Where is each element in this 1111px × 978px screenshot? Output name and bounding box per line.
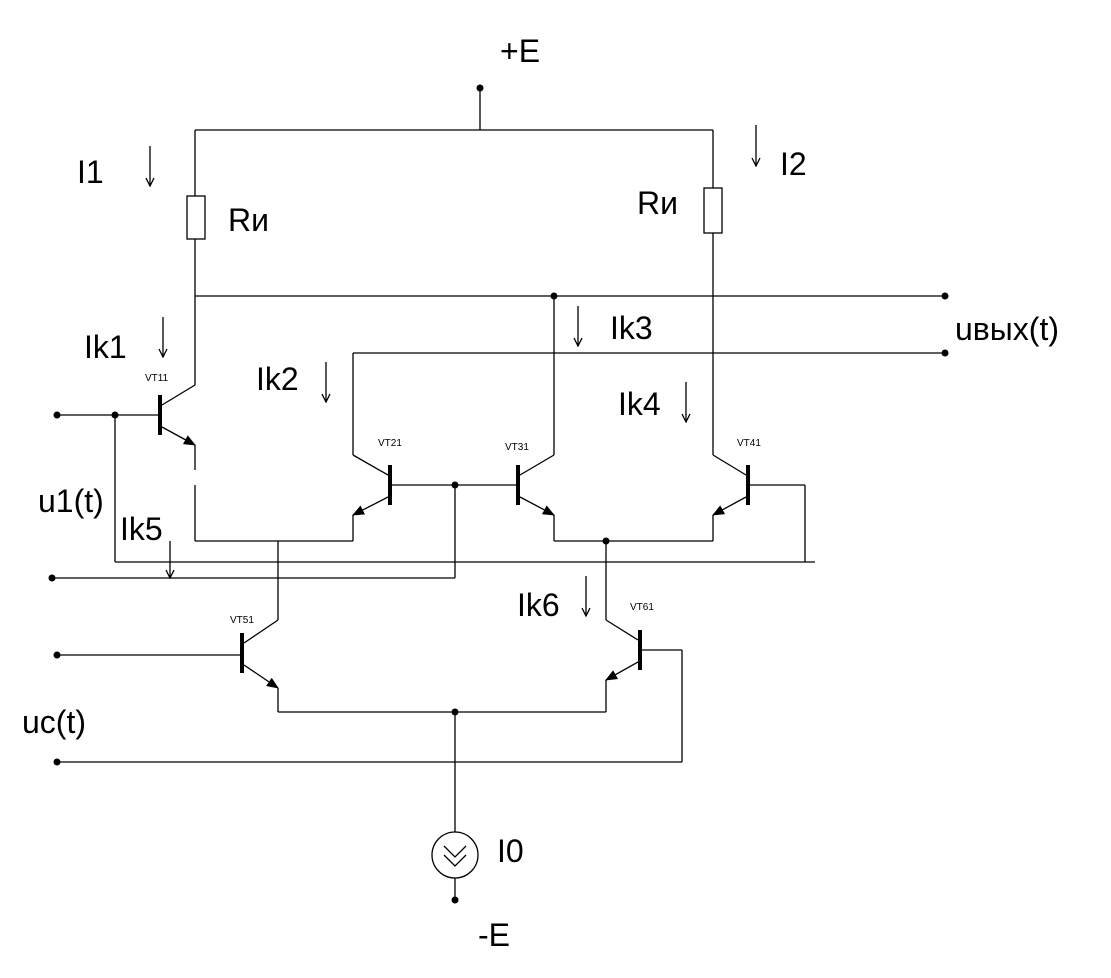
signal-uout-label: uвых(t) [955, 311, 1059, 347]
current-ik4-label: Ik4 [618, 386, 661, 422]
transistor-vt21 [352, 454, 392, 541]
output-terminal-upper[interactable] [941, 292, 949, 300]
current-i0-label: I0 [497, 833, 524, 869]
supply-rail [194, 88, 714, 455]
output-lines [195, 295, 945, 455]
transistor-vt41-label: VT41 [737, 438, 761, 449]
transistor-vt31-label: VT31 [505, 442, 529, 453]
current-ik3-label: Ik3 [610, 310, 653, 346]
current-i1-label: I1 [77, 154, 104, 190]
current-source-i0 [431, 831, 479, 879]
current-ik2-label: Ik2 [256, 361, 299, 397]
tail-junction-dot [451, 708, 459, 716]
current-i2-label: I2 [780, 146, 807, 182]
resistor-left-label: Rи [228, 202, 269, 238]
positive-supply-terminal[interactable] [476, 84, 484, 92]
input-u1-terminal-upper[interactable] [53, 411, 61, 419]
base-junction-dot [451, 481, 459, 489]
transistor-vt61-label: VT61 [630, 602, 654, 613]
emitter-junction-dot [602, 537, 610, 545]
resistor-right-label: Rи [637, 185, 678, 221]
input-uc-terminal-lower[interactable] [53, 758, 61, 766]
transistor-vt31 [516, 454, 555, 541]
transistor-vt21-label: VT21 [378, 438, 402, 449]
transistor-vt11-label: VT11 [145, 373, 169, 384]
current-ik6-label: Ik6 [517, 587, 560, 623]
transistor-vt51-label: VT51 [230, 615, 254, 626]
positive-supply-label: +E [500, 33, 540, 69]
signal-uc-label: uc(t) [22, 704, 86, 740]
transistor-vt11 [158, 384, 196, 470]
input-u1-junction-dot [111, 411, 119, 419]
output-terminal-lower[interactable] [941, 349, 949, 357]
negative-supply-terminal[interactable] [451, 896, 459, 904]
load-resistor-left [186, 195, 206, 240]
transistor-vt51 [240, 619, 279, 712]
lower-pair-wiring [57, 649, 683, 900]
output-junction-dot [550, 292, 558, 300]
input-u1-terminal-lower[interactable] [48, 574, 56, 582]
current-ik1-label: Ik1 [84, 329, 127, 365]
input-u1-wiring [52, 414, 815, 579]
emitter-tie-lines [194, 485, 713, 620]
transistor-vt61 [605, 619, 642, 712]
transistor-vt41 [712, 454, 750, 541]
signal-u1-label: u1(t) [38, 483, 104, 519]
current-ik5-label: Ik5 [120, 511, 163, 547]
load-resistor-right [703, 187, 723, 234]
negative-supply-label: -E [478, 917, 510, 953]
input-uc-terminal-upper[interactable] [53, 651, 61, 659]
